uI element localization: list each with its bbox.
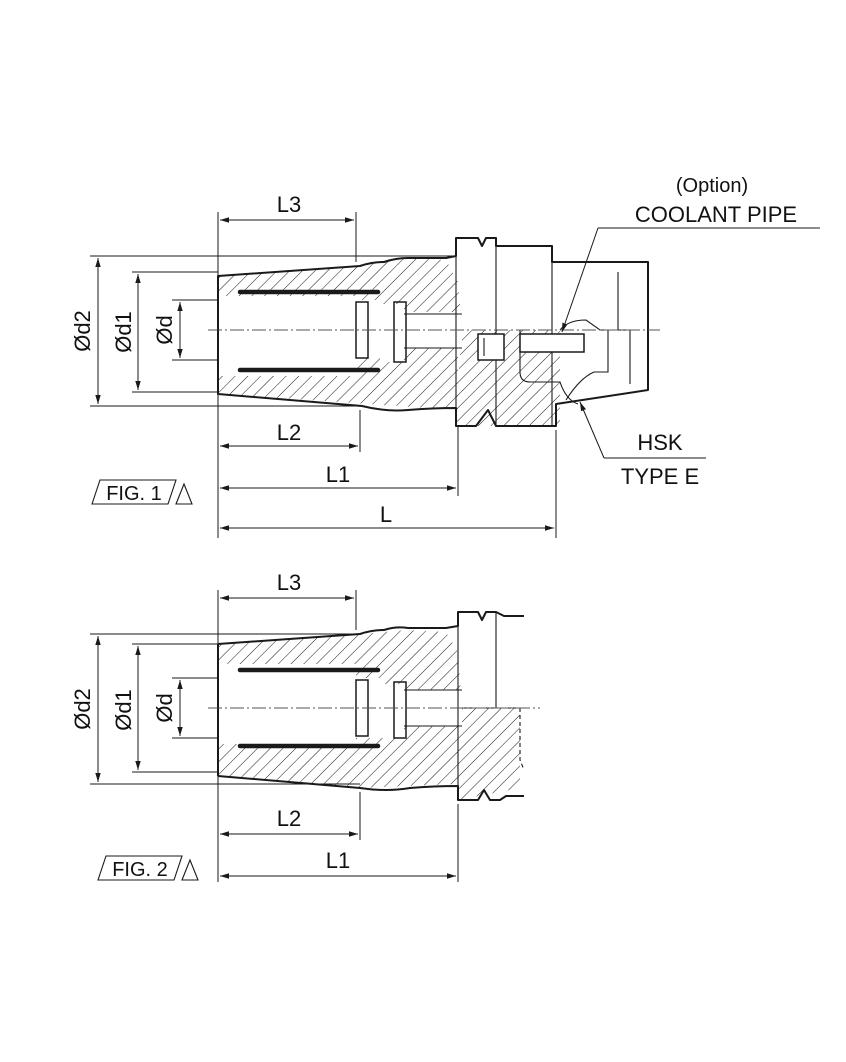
fig2-label-d1: Ød1 <box>111 689 136 731</box>
fig1-callout-hsk: HSK <box>637 430 683 455</box>
fig2-drawing <box>208 611 540 801</box>
fig2-label-L2: L2 <box>277 806 301 831</box>
fig2-label-L1: L1 <box>326 848 350 873</box>
fig2-body-outline <box>217 611 524 645</box>
fig1-callout-coolant: COOLANT PIPE <box>635 202 797 227</box>
fig2-label-L3: L3 <box>277 570 301 595</box>
fig1-label-L1: L1 <box>326 462 350 487</box>
fig1-label-L: L <box>380 502 392 527</box>
fig1-callout-type: TYPE E <box>621 464 699 489</box>
fig2-title: FIG. 2 <box>112 859 168 881</box>
fig1-label-d1: Ød1 <box>111 311 136 353</box>
fig1-drawing <box>208 237 660 427</box>
fig1-coolant-pipe <box>519 333 585 353</box>
fig2-dimensions: L3 L2 L1 Ød2 Ød1 Ød FIG. 2 <box>70 570 459 882</box>
fig1-label-L3: L3 <box>277 192 301 217</box>
fig2-label-d: Ød <box>152 693 177 722</box>
fig2-title-frame <box>97 855 183 881</box>
fig1-label-d2: Ød2 <box>70 310 95 352</box>
fig1-label-d: Ød <box>152 315 177 344</box>
fig1-title-frame <box>91 479 177 505</box>
fig1-label-L2: L2 <box>277 420 301 445</box>
fig1-title: FIG. 1 <box>106 483 162 505</box>
fig2-label-d2: Ød2 <box>70 688 95 730</box>
fig1-callout-option: (Option) <box>676 175 748 197</box>
fig1-dimensions: L3 L2 L1 L Ød2 Ød1 Ød (Option) COOLANT P… <box>70 175 820 538</box>
